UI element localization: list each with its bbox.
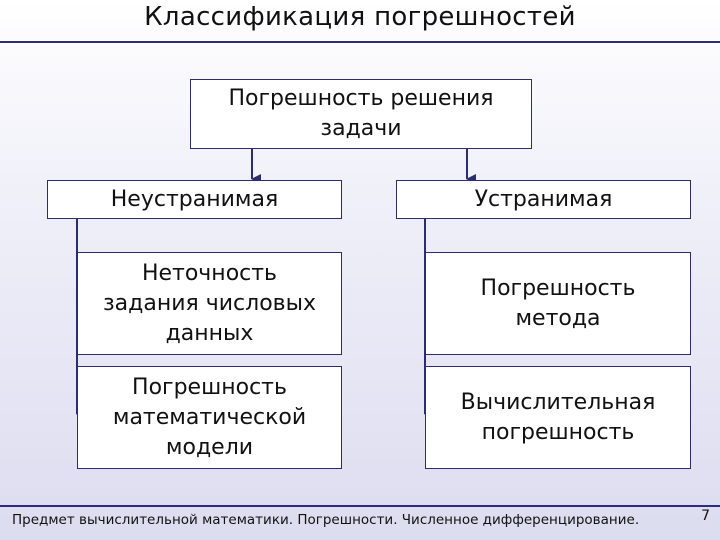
- left-child-label-2: Погрешность математической модели: [112, 374, 307, 460]
- right-branch-node: Устранимая: [396, 180, 691, 219]
- left-branch-node: Неустранимая: [47, 180, 342, 219]
- left-branch-label: Неустранимая: [110, 186, 279, 212]
- left-child-node-1: Неточность задания числовых данных: [77, 252, 342, 355]
- right-child-node-1: Погрешность метода: [425, 252, 691, 355]
- root-node: Погрешность решения задачи: [190, 79, 532, 149]
- right-child-label-2: Вычислительная погрешность: [460, 389, 656, 445]
- root-node-label: Погрешность решения задачи: [228, 86, 494, 141]
- bottom-divider: [0, 505, 720, 507]
- right-branch-label: Устранимая: [474, 186, 613, 212]
- slide-footer: Предмет вычислительной математики. Погре…: [12, 512, 640, 528]
- left-child-label-1: Неточность задания числовых данных: [102, 260, 317, 346]
- left-child-node-2: Погрешность математической модели: [77, 366, 342, 469]
- right-child-label-1: Погрешность метода: [480, 275, 636, 331]
- right-child-node-2: Вычислительная погрешность: [425, 366, 691, 469]
- page-number: 7: [701, 508, 710, 524]
- slide-title: Классификация погрешностей: [144, 2, 576, 32]
- top-divider: [0, 41, 720, 43]
